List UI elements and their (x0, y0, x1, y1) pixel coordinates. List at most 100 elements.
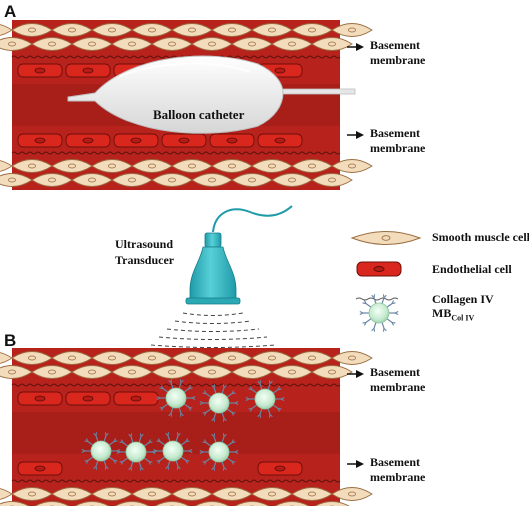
smooth-muscle-nucleus (48, 369, 56, 375)
antibody-stalk (122, 442, 129, 447)
antibody-arm (223, 466, 227, 471)
antibody-arm (249, 408, 253, 412)
endothelial-nucleus (82, 67, 94, 74)
antibody-arm (202, 392, 207, 395)
smooth-muscle-nucleus (8, 41, 16, 47)
antibody-stalk (95, 460, 99, 467)
legend-endothelial-icon (356, 261, 402, 277)
ultrasound-wave (150, 344, 276, 348)
balloon-catheter (67, 55, 356, 134)
smooth-muscle-nucleus (48, 41, 56, 47)
basement-membrane-arrows (347, 43, 364, 468)
antibody-arm (202, 441, 207, 444)
antibody-arm (128, 433, 132, 438)
antibody-arm (363, 322, 367, 326)
basement-label-line1: Basement (370, 38, 420, 52)
antibody-arm (231, 390, 235, 394)
basement-label-line2: membrane (370, 470, 426, 484)
basement-label-line2: membrane (370, 141, 426, 155)
collagen-fiber (11, 151, 341, 155)
smooth-muscle-nucleus (188, 163, 196, 169)
antibody-stalk (373, 297, 377, 304)
transducer-label-line2: Transducer (115, 253, 175, 267)
antibody-stalk (130, 461, 134, 468)
antibody-stalk (272, 389, 279, 394)
ultrasound-wave (158, 336, 268, 340)
smooth-muscle-nucleus (268, 27, 276, 33)
antibody-stalk (221, 461, 225, 468)
antibody-arm (151, 449, 156, 453)
ultrasound-wave (182, 312, 244, 316)
antibody-arm (188, 448, 193, 452)
antibody-stalk (221, 412, 225, 419)
smooth-muscle-nucleus (88, 41, 96, 47)
microbubble (125, 441, 147, 463)
smooth-muscle-nucleus (88, 177, 96, 183)
smooth-muscle-cell (0, 501, 30, 506)
antibody-stalk (180, 441, 187, 446)
antibody-arm (223, 417, 227, 422)
antibody-stalk (205, 457, 212, 462)
endothelial-nucleus (130, 395, 142, 402)
smooth-muscle-nucleus (288, 177, 296, 183)
smooth-muscle-nucleus (68, 27, 76, 33)
smooth-muscle-nucleus (268, 163, 276, 169)
antibody-arm (231, 460, 236, 463)
antibody-arm (119, 441, 124, 444)
legend-microbubble-label: MBCol IV (432, 306, 474, 325)
smooth-muscle-nucleus (128, 177, 136, 183)
basement-label-line1: Basement (370, 455, 420, 469)
antibody-stalk (167, 435, 171, 442)
antibody-stalk (143, 457, 150, 462)
antibody-stalk (183, 388, 190, 393)
smooth-muscle-nucleus (188, 27, 196, 33)
ultrasound-transducer-icon (185, 205, 293, 305)
antibody-stalk (175, 435, 179, 442)
endothelial-nucleus (34, 67, 46, 74)
antibody-stalk (213, 412, 217, 419)
ultrasound-wave (174, 320, 252, 324)
antibody-arm (180, 412, 184, 417)
antibody-arm (248, 388, 253, 391)
basement-label-line1: Basement (370, 365, 420, 379)
antibody-arm (234, 400, 239, 404)
arrow-head (356, 460, 364, 468)
antibody-arm (280, 396, 285, 400)
antibody-stalk (267, 383, 271, 390)
antibody-arm (391, 321, 396, 324)
arrow-head (356, 43, 364, 51)
antibody-stalk (267, 408, 271, 415)
smooth-muscle-cell (0, 352, 13, 364)
antibody-arm (203, 461, 207, 465)
antibody-arm (113, 459, 118, 462)
smooth-muscle-nucleus (128, 369, 136, 375)
legend-collagen-label: Collagen IV (432, 292, 494, 306)
antibody-stalk (226, 457, 233, 462)
antibody-stalk (103, 460, 107, 467)
antibody-stalk (143, 442, 150, 447)
smooth-muscle-nucleus (268, 491, 276, 497)
antibody-stalk (162, 388, 169, 393)
antibody-stalk (162, 403, 169, 408)
antibody-stalk (87, 441, 94, 446)
smooth-muscle-nucleus (208, 41, 216, 47)
smooth-muscle-cell (0, 488, 13, 500)
antibody-stalk (170, 382, 174, 389)
antibody-arm (177, 465, 181, 470)
antibody-arm (153, 450, 158, 454)
antibody-stalk (221, 436, 225, 443)
smooth-muscle-nucleus (188, 491, 196, 497)
antibody-arm (359, 312, 364, 316)
smooth-muscle-nucleus (348, 27, 356, 33)
collagen-fiber (11, 383, 341, 387)
smooth-muscle-cell (234, 501, 270, 506)
microbubble (90, 440, 112, 462)
smooth-muscle-cell (114, 501, 150, 506)
smooth-muscle-nucleus (108, 491, 116, 497)
antibody-arm (269, 413, 273, 418)
transducer-label: Ultrasound Transducer (115, 236, 174, 268)
antibody-arm (245, 398, 250, 402)
legend-collagen-icon (355, 297, 399, 301)
antibody-stalk (205, 408, 212, 413)
